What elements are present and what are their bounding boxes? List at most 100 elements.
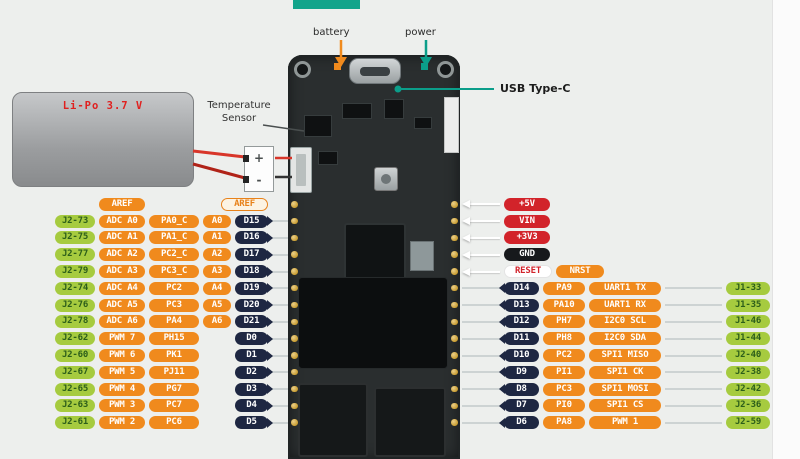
connector-label: J2-76 — [55, 298, 95, 312]
arrow-left-icon — [462, 267, 470, 276]
mounting-hole — [437, 61, 454, 78]
battery-wire-positive — [192, 149, 246, 159]
mcu-pin-label: PI0 — [543, 399, 585, 413]
arrow-left-icon — [462, 233, 470, 242]
digital-pin-label: D8 — [504, 382, 539, 396]
arrow-left-icon — [462, 217, 470, 226]
mcu-pin-label: PJ11 — [149, 365, 199, 379]
mcu-pin-label: PC3 — [149, 298, 199, 312]
battery-connector-socket — [290, 147, 312, 193]
power-pin-row: +3V3 — [462, 230, 770, 247]
solder-pad — [291, 368, 298, 376]
lead-line — [272, 337, 288, 340]
solder-pad — [451, 335, 458, 342]
mcu-pin-label: PA10 — [543, 298, 585, 312]
arrow-left-icon — [462, 250, 470, 259]
digital-pin-label: D14 — [504, 281, 539, 295]
analog-alias-label: A1 — [203, 231, 231, 245]
lead-line — [272, 253, 288, 256]
solder-pad — [451, 419, 458, 426]
lead-line — [272, 421, 288, 424]
solder-pad — [451, 284, 458, 292]
mcu-pin-label: PC6 — [149, 416, 199, 430]
lead-line — [462, 320, 500, 323]
lead-line — [665, 404, 722, 407]
mcu-pin-label: PC3_C — [149, 265, 199, 279]
connector-label: J2-62 — [55, 332, 95, 346]
battery-plug: + - — [243, 146, 274, 192]
lead-line — [462, 371, 500, 374]
power-label: GND — [504, 248, 550, 262]
aref-alias-label: AREF — [221, 198, 268, 211]
function-label: ADC A2 — [99, 248, 145, 262]
digital-pin-label: D12 — [504, 315, 539, 329]
function-label: UART1 TX — [589, 281, 661, 295]
usb-c-connector — [349, 58, 401, 84]
power-label: +5V — [504, 197, 550, 211]
lead-line — [462, 287, 500, 290]
mcu-pin-label: PH8 — [543, 332, 585, 346]
solder-pad — [291, 301, 298, 309]
solder-pad-column-left — [291, 201, 298, 426]
solder-pad — [451, 385, 458, 393]
solder-pad — [291, 268, 298, 275]
edge-component — [444, 97, 459, 153]
digital-pin-label: D4 — [235, 399, 268, 413]
power-annotation-label: power — [405, 27, 436, 38]
mcu-pin-label: PK1 — [149, 349, 199, 363]
power-pointer-target — [421, 63, 428, 70]
lead-line — [272, 304, 288, 307]
connector-label: J2-75 — [55, 231, 95, 245]
nrst-label: NRST — [556, 265, 604, 279]
flow-lead — [462, 200, 500, 209]
function-label: ADC A0 — [99, 214, 145, 228]
circuit-board — [288, 55, 460, 459]
battery-annotation-label: battery — [313, 27, 350, 38]
analog-alias-label: A2 — [203, 248, 231, 262]
function-label: SPI1 MOSI — [589, 382, 661, 396]
analog-alias-label: A6 — [203, 315, 231, 329]
crimp-terminal — [243, 155, 249, 162]
digital-pin-label: D0 — [235, 332, 268, 346]
connector-label: J2-73 — [55, 214, 95, 228]
solder-pad — [451, 318, 458, 326]
mcu-pin-label: PH15 — [149, 332, 199, 346]
temperature-sensor-chip — [304, 115, 332, 137]
solder-pad — [451, 268, 458, 275]
digital-pin-label: D9 — [504, 365, 539, 379]
mcu-pin-label: PA9 — [543, 281, 585, 295]
battery-pointer-target — [334, 63, 341, 70]
plug-minus-mark: - — [256, 173, 262, 187]
digital-pin-label: D6 — [504, 416, 539, 430]
mcu-pin-label: PA8 — [543, 416, 585, 430]
lead-line — [272, 270, 288, 273]
mounting-hole — [294, 61, 311, 78]
plug-plus-mark: + — [253, 151, 265, 165]
arrow-left-icon — [462, 200, 470, 209]
connector-label: J2-77 — [55, 248, 95, 262]
lead-line — [462, 354, 500, 357]
lead-line — [470, 220, 500, 223]
digital-pin-label: D15 — [235, 214, 268, 228]
mcu-pin-label: PH7 — [543, 315, 585, 329]
digital-pin-label: D13 — [504, 298, 539, 312]
function-label: ADC A5 — [99, 298, 145, 312]
lead-line — [665, 388, 722, 391]
battery-wire-negative — [192, 162, 246, 180]
function-label: PWM 4 — [99, 382, 145, 396]
lead-line — [272, 388, 288, 391]
function-label: I2C0 SCL — [589, 315, 661, 329]
function-label: PWM 5 — [99, 365, 145, 379]
mcu-chip — [344, 223, 406, 285]
